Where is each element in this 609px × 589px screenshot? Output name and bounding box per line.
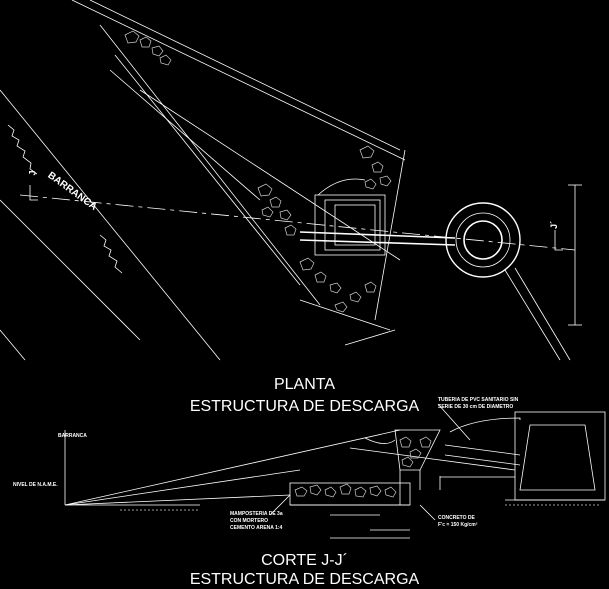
manhole-outer: [445, 202, 521, 278]
slope-upper: [64, 429, 401, 506]
slope-pipe: [349, 447, 516, 471]
slope-lower: [64, 494, 291, 506]
wing-wall-upper-inner: [89, 0, 401, 151]
masonry-note-3: CEMENTO ARENA 1:4: [230, 525, 283, 531]
cut-arrow-left: [29, 185, 38, 201]
step-block-3: [334, 204, 376, 246]
level-note: NIVEL DE N.A.M.E.: [13, 482, 58, 488]
concrete-note-1: CONCRETO DE: [438, 515, 475, 521]
outlet-pipe-2: [514, 267, 571, 361]
fan-line-2: [114, 54, 301, 286]
rubble-masonry-plan: [124, 30, 392, 313]
leader-pipe: [437, 403, 471, 441]
plan-arc: [317, 178, 366, 196]
cut-line: [19, 194, 576, 251]
masonry-note-2: CON MORTERO: [230, 518, 269, 524]
manhole-cone: [519, 424, 596, 491]
fan-line-4: [139, 89, 401, 261]
manhole-inner: [463, 220, 503, 260]
plan-cut-right: J´: [549, 220, 560, 230]
plan-cut-left: J: [27, 170, 38, 176]
dim-bottom: [344, 329, 396, 346]
step-block-2: [324, 199, 381, 251]
fan-line-3: [109, 69, 261, 201]
pipe-section-1: [444, 444, 521, 456]
masonry-note-1: MAMPOSTERIA DE 3a: [230, 511, 283, 517]
ravine-bank-2: [0, 199, 141, 341]
pipe-bend: [449, 417, 521, 433]
section-arc: [364, 437, 396, 444]
pipe-section-2: [444, 454, 521, 466]
section-subtitle: ESTRUCTURA DE DESCARGA: [189, 571, 420, 588]
plan-title: PLANTA: [273, 376, 336, 393]
cut-arrow-right: [554, 230, 563, 251]
pipe-note-1: TUBERIA DE PVC SANITARIO SIN: [438, 397, 519, 403]
pipe-lower: [299, 239, 456, 246]
section-ravine-label: BARRANCA: [58, 433, 87, 439]
pipe-note-2: SERIE DE 30 cm DE DIAMETRO: [438, 404, 514, 410]
outlet-pipe-1: [504, 269, 561, 361]
concrete-note-2: F'c = 150 Kg/cm²: [438, 522, 478, 528]
fan-line-1: [99, 24, 321, 306]
slope-mid: [64, 469, 301, 506]
section-title: CORTE J-J´: [261, 552, 348, 569]
leader-concrete: [419, 504, 436, 521]
wing-wall-upper: [71, 0, 406, 161]
rubble-masonry-section: [294, 436, 432, 498]
leader-masonry: [269, 494, 291, 516]
ravine-bank-1: [0, 89, 221, 361]
pipe-upper: [299, 231, 456, 239]
apron-block: [289, 482, 411, 506]
ravine-edge-wavy: [7, 124, 38, 175]
apron-lower: [299, 299, 391, 331]
step-block-1: [314, 194, 386, 256]
manhole-mid: [455, 212, 511, 268]
ravine-bank-3: [0, 329, 26, 361]
ravine-edge-wavy-2: [99, 234, 123, 274]
plan-subtitle: ESTRUCTURA DE DESCARGA: [189, 398, 420, 415]
